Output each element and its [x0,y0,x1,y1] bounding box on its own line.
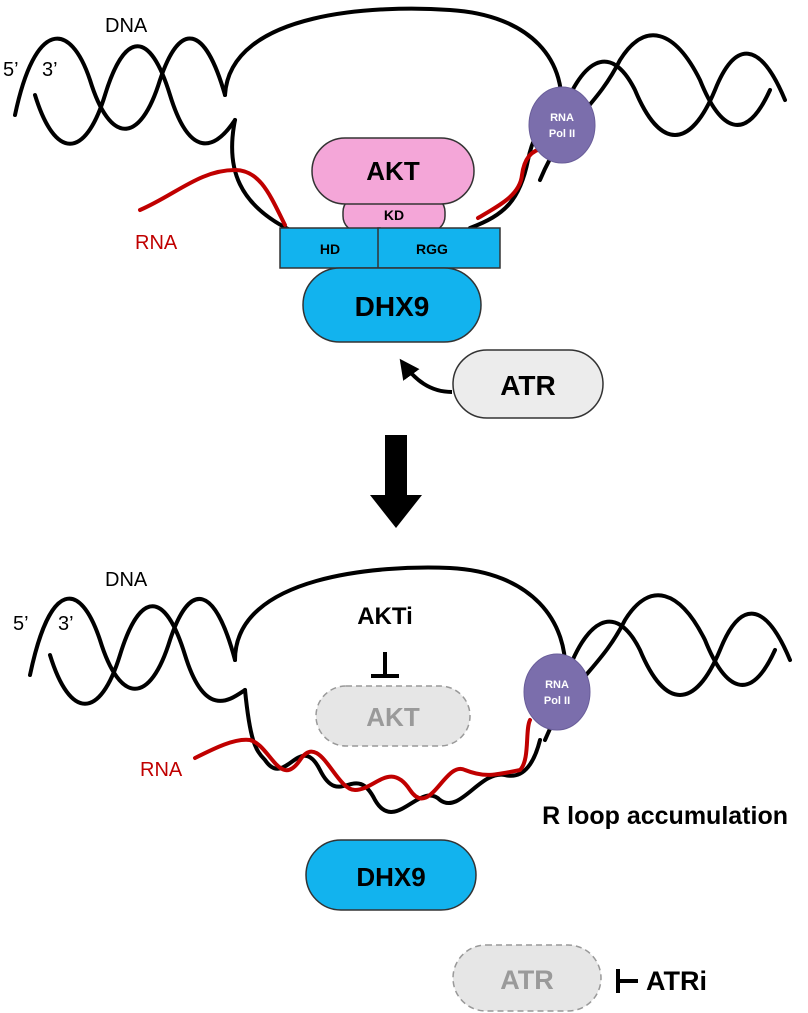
dhx9-protein-top: DHX9 [302,267,482,343]
pol-label-line1-bottom: RNA [545,679,569,691]
akt-inhibition-symbol [371,652,399,678]
dhx9-protein-bottom: DHX9 [305,839,477,911]
atr-protein-top: ATR [452,349,604,419]
akti-label: AKTi [357,603,413,630]
hd-label: HD [320,241,340,257]
five-prime-label-bottom: 5’ [13,613,29,635]
kd-label: KD [384,207,404,223]
atr-label-top: ATR [500,370,555,401]
akt-protein-inactive: AKT [315,685,471,747]
atr-protein-inactive: ATR [452,944,602,1012]
rgg-label: RGG [416,241,448,257]
top-panel: DNA 5’ 3’ RNA RNA Pol II KD AKT HD RGG [3,6,787,419]
hd-domain: HD [279,227,381,269]
akt-protein-top: AKT [311,137,475,205]
dna-helix-left-bottom [28,596,247,706]
akt-label-top: AKT [366,156,420,186]
dna-label-top: DNA [105,15,148,37]
rna-label-top: RNA [135,232,178,254]
akt-label-bottom: AKT [366,702,420,732]
pol-label-line2-top: Pol II [549,128,575,140]
five-prime-label-top: 5’ [3,59,19,81]
pol-label-line1-top: RNA [550,112,574,124]
rna-strand-top-right [476,146,547,220]
dna-bubble-top [223,6,564,122]
atr-activation-arrow [399,358,453,394]
bottom-panel: DNA 5’ 3’ RNA RNA Pol II AKTi AKT R loop… [13,565,792,1012]
rna-pol-ii-top: RNA Pol II [528,86,596,164]
atr-label-bottom: ATR [500,965,554,995]
atri-label: ATRi [646,966,707,996]
rna-strand-top-left [138,168,287,227]
dna-label-bottom: DNA [105,569,148,591]
dna-bubble-bottom [233,565,568,682]
three-prime-label-bottom: 3’ [58,613,74,635]
dna-helix-left-top [13,36,237,146]
pol-label-line2-bottom: Pol II [544,695,570,707]
rgg-domain: RGG [377,227,501,269]
dhx9-label-top: DHX9 [355,291,430,322]
transition-arrow [370,435,422,528]
dhx9-label-bottom: DHX9 [356,862,425,892]
rna-pol-ii-bottom: RNA Pol II [523,653,591,731]
rna-label-bottom: RNA [140,759,183,781]
dna-template-strand-top [230,118,292,232]
rna-hybrid-bottom [193,718,532,801]
three-prime-label-top: 3’ [42,59,58,81]
atr-inhibition-symbol [616,969,638,993]
r-loop-label: R loop accumulation [542,802,788,830]
